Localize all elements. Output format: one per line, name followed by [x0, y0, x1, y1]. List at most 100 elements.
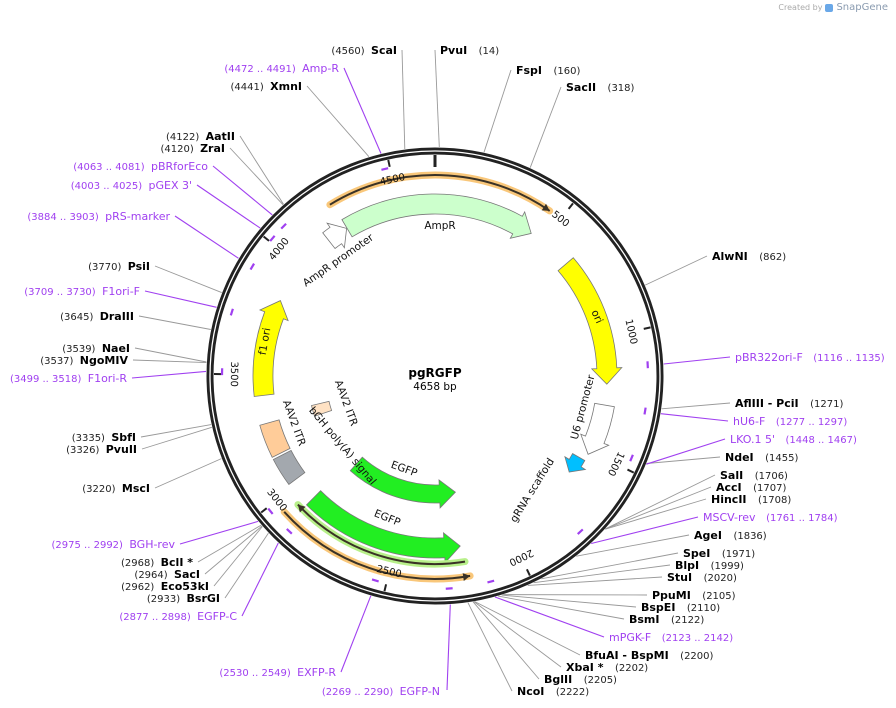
site-leader — [473, 601, 562, 668]
primer-label-mscv-rev[interactable]: MSCV-rev (1761 .. 1784) — [703, 511, 838, 524]
primer-label-exfp-r[interactable]: (2530 .. 2549) EXFP-R — [219, 666, 336, 679]
primer-marker[interactable] — [286, 528, 293, 535]
primer-range: (3884 .. 3903) — [27, 212, 105, 223]
site-label-pvui[interactable]: PvuI (14) — [440, 44, 499, 57]
primer-label-f1ori-f[interactable]: (3709 .. 3730) F1ori-F — [24, 285, 140, 298]
site-label-draiii[interactable]: (3645) DraIII — [60, 310, 134, 323]
primer-label-amp-r[interactable]: (4472 .. 4491) Amp-R — [224, 62, 339, 75]
site-label-bglii[interactable]: BglII (2205) — [544, 673, 617, 686]
site-label-ndei[interactable]: NdeI (1455) — [725, 451, 798, 464]
tick-mark — [627, 468, 635, 474]
feature-ampr-promoter[interactable] — [322, 222, 348, 250]
primer-marker[interactable] — [249, 263, 255, 271]
primer-marker[interactable] — [643, 407, 647, 415]
site-label-ncoi[interactable]: NcoI (2222) — [517, 685, 589, 698]
feature-f1-ori[interactable] — [252, 300, 289, 397]
site-label-sbfi[interactable]: (3335) SbfI — [72, 431, 136, 444]
site-leader — [541, 552, 679, 580]
site-label-xbai-[interactable]: XbaI * (2202) — [566, 661, 648, 674]
site-label-bsmi[interactable]: BsmI (2122) — [629, 613, 704, 626]
site-label-fspi[interactable]: FspI (160) — [516, 64, 581, 77]
site-label-sacii[interactable]: SacII (318) — [566, 81, 635, 94]
plasmid-name: pgRGFP — [408, 366, 461, 380]
site-position: (2122) — [671, 615, 704, 626]
site-label-agei[interactable]: AgeI (1836) — [694, 529, 767, 542]
site-leader — [605, 498, 707, 530]
primer-marker[interactable] — [371, 578, 379, 583]
feature-ori[interactable] — [557, 257, 623, 385]
site-leader — [645, 255, 708, 286]
site-label-bspei[interactable]: BspEI (2110) — [641, 601, 720, 614]
site-label-ppumi[interactable]: PpuMI (2105) — [652, 589, 736, 602]
site-label-stui[interactable]: StuI (2020) — [667, 571, 737, 584]
site-label-bcli-[interactable]: (2968) BclI * — [121, 556, 193, 569]
site-leader — [605, 486, 712, 530]
feature-line[interactable] — [283, 511, 471, 580]
feature-ampr[interactable] — [341, 193, 532, 239]
primer-label-lko-1-5-[interactable]: LKO.1 5' (1448 .. 1467) — [730, 433, 857, 446]
site-label-spei[interactable]: SpeI (1971) — [683, 547, 755, 560]
feature-bgh-poly-a-signal[interactable] — [272, 449, 306, 486]
primer-label-egfp-c[interactable]: (2877 .. 2898) EGFP-C — [119, 610, 237, 623]
primer-label-egfp-n[interactable]: (2269 .. 2290) EGFP-N — [322, 685, 440, 698]
site-label-alwni[interactable]: AlwNI (862) — [712, 250, 786, 263]
feature-grna-scaffold[interactable] — [564, 453, 587, 473]
feature-label: bGH poly(A) signal — [306, 405, 378, 488]
primer-marker[interactable] — [577, 528, 584, 535]
primer-marker[interactable] — [381, 167, 389, 171]
site-label-sali[interactable]: SalI (1706) — [720, 469, 788, 482]
primer-label-f1ori-r[interactable]: (3499 .. 3518) F1ori-R — [10, 372, 127, 385]
primer-marker[interactable] — [267, 507, 274, 515]
site-label-zrai[interactable]: (4120) ZraI — [160, 142, 225, 155]
site-position: (862) — [759, 252, 786, 263]
site-label-ngomiv[interactable]: (3537) NgoMIV — [40, 354, 128, 367]
primer-label-pbr322ori-f[interactable]: pBR322ori-F (1116 .. 1135) — [735, 351, 885, 364]
primer-marker[interactable] — [269, 235, 276, 242]
site-label-psii[interactable]: (3770) PsiI — [88, 260, 150, 273]
site-label-scai[interactable]: (4560) ScaI — [331, 44, 397, 57]
site-label-bfuai-bspmi[interactable]: BfuAI - BspMI (2200) — [585, 649, 714, 662]
primer-label-mpgk-f[interactable]: mPGK-F (2123 .. 2142) — [609, 631, 733, 644]
feature-u6-promoter[interactable] — [580, 402, 615, 455]
site-name: SalI — [720, 469, 755, 482]
primer-label-pbrforeco[interactable]: (4063 .. 4081) pBRforEco — [73, 160, 208, 173]
primer-leader — [494, 596, 605, 638]
primer-label-hu6-f[interactable]: hU6-F (1277 .. 1297) — [733, 415, 847, 428]
primer-marker[interactable] — [487, 579, 495, 584]
site-name: BsmI — [629, 613, 671, 626]
site-label-afliii-pcii[interactable]: AflIII - PciI (1271) — [735, 397, 843, 410]
feature-line[interactable] — [329, 174, 551, 212]
site-name: BfuAI - BspMI — [585, 649, 680, 662]
site-name: PsiI — [128, 260, 150, 273]
primer-name: pGEX 3' — [148, 179, 192, 192]
site-position: (1836) — [733, 531, 766, 542]
primer-label-pgex-3-[interactable]: (4003 .. 4025) pGEX 3' — [71, 179, 192, 192]
site-position: (1707) — [753, 483, 786, 494]
site-leader — [154, 458, 222, 489]
site-label-naei[interactable]: (3539) NaeI — [62, 342, 130, 355]
site-label-msci[interactable]: (3220) MscI — [82, 482, 150, 495]
primer-marker[interactable] — [229, 308, 234, 316]
site-label-aatii[interactable]: (4122) AatII — [166, 130, 235, 143]
site-label-blpi[interactable]: BlpI (1999) — [675, 559, 744, 572]
site-label-eco53ki[interactable]: (2962) Eco53kI — [121, 580, 209, 593]
primer-label-bgh-rev[interactable]: (2975 .. 2992) BGH-rev — [52, 538, 176, 551]
site-name: ZraI — [200, 142, 225, 155]
feature-line[interactable] — [297, 503, 466, 565]
site-label-pvuii[interactable]: (3326) PvuII — [66, 443, 137, 456]
site-name: ScaI — [371, 44, 397, 57]
site-name: SacI — [174, 568, 200, 581]
site-label-acci[interactable]: AccI (1707) — [716, 481, 786, 494]
feature-aav2-itr[interactable] — [259, 419, 291, 458]
site-label-bsrgi[interactable]: (2933) BsrGI — [147, 592, 220, 605]
site-label-hincii[interactable]: HincII (1708) — [711, 493, 791, 506]
site-label-saci[interactable]: (2964) SacI — [134, 568, 200, 581]
feature-egfp[interactable] — [305, 490, 461, 564]
primer-label-prs-marker[interactable]: (3884 .. 3903) pRS-marker — [27, 210, 170, 223]
primer-marker[interactable] — [280, 222, 287, 230]
feature-aav2-itr[interactable] — [311, 400, 333, 417]
site-label-xmni[interactable]: (4441) XmnI — [231, 80, 302, 93]
site-leader — [204, 525, 263, 575]
feature-egfp[interactable] — [349, 456, 457, 509]
primer-marker[interactable] — [629, 454, 634, 462]
